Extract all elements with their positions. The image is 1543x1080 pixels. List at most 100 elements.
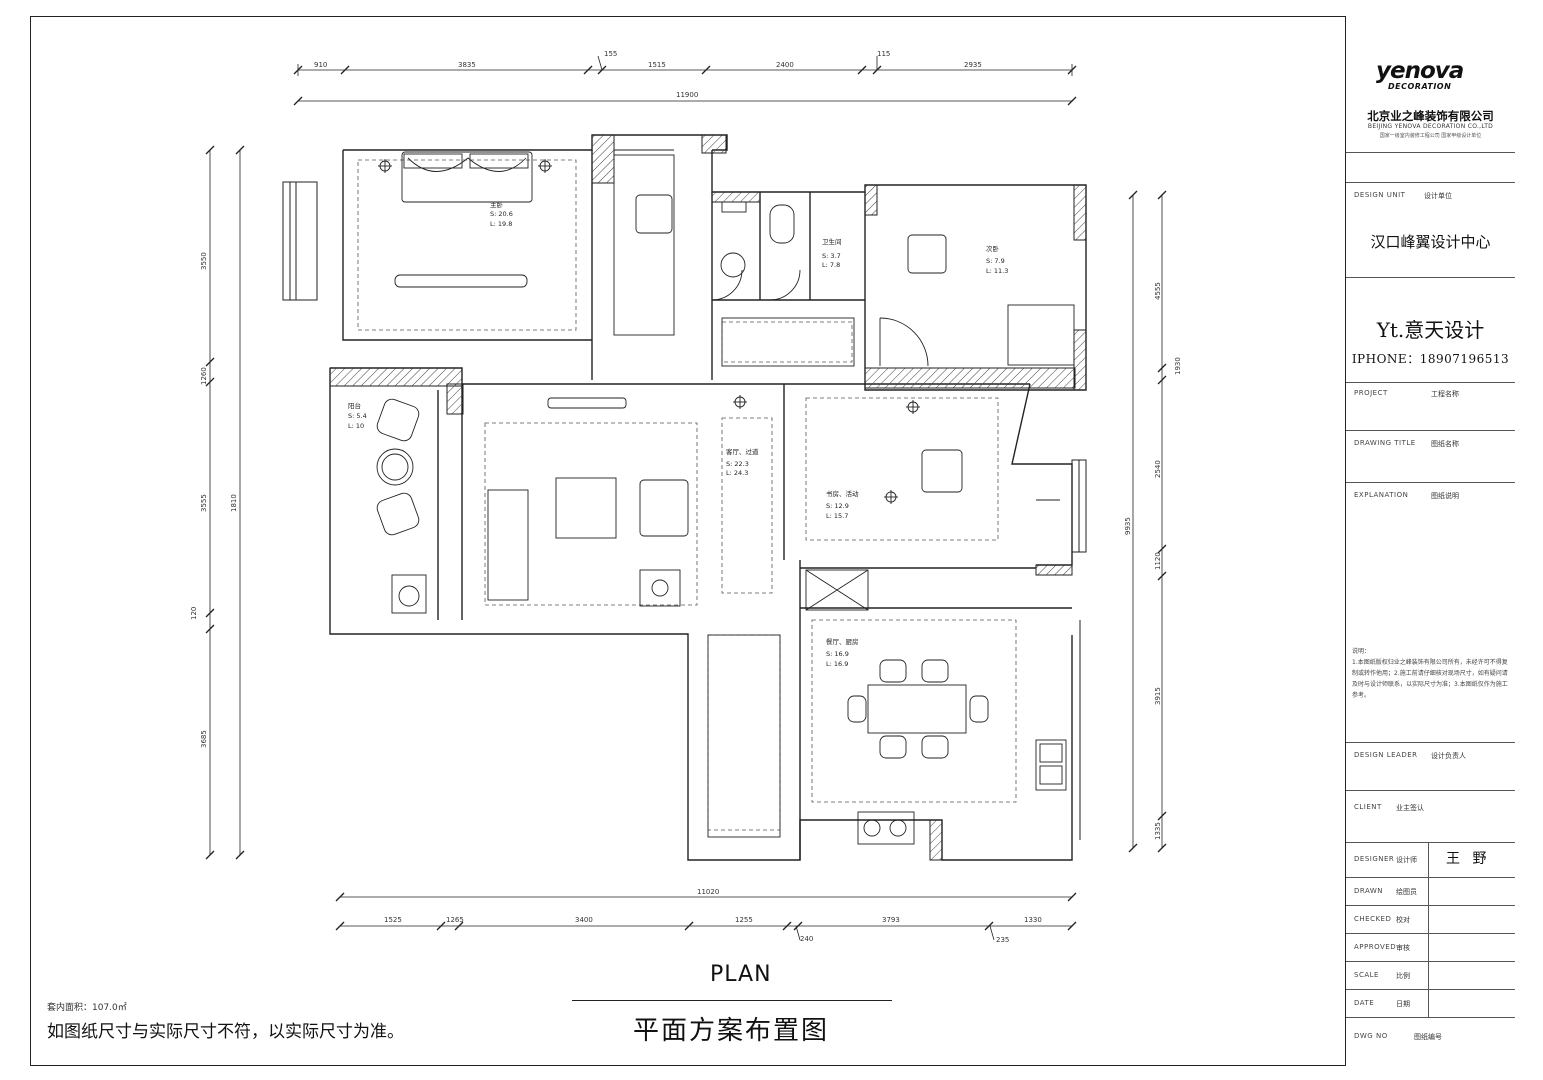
- left-dimensions: [205, 145, 245, 860]
- room-balcony-name: 阳台: [348, 401, 361, 410]
- dim-bottom-0: 1525: [384, 916, 402, 924]
- top-dimension-labels: 910 3835 1515 2400 2935 11900 155 115: [314, 50, 982, 99]
- room-bath-perimeter: L: 7.8: [822, 261, 840, 269]
- tb-row-design-unit: DESIGN UNIT 设计单位: [1346, 183, 1515, 278]
- dim-top-4: 2935: [964, 61, 982, 69]
- tb-row-designer: DESIGNER 设计师: [1346, 843, 1515, 878]
- room-balcony-area: S: 5.4: [348, 412, 367, 420]
- drawn-cn: 绘图员: [1396, 888, 1417, 896]
- lounge-chair-icon-2: [376, 492, 420, 536]
- wall-hatching: [329, 134, 1087, 861]
- scale-label: SCALE: [1354, 971, 1379, 979]
- dim-top-small-0: 155: [604, 50, 617, 58]
- room-living-name: 客厅、过道: [726, 447, 759, 456]
- dim-bottom-2: 3400: [575, 916, 593, 924]
- drawn-label: DRAWN: [1354, 887, 1384, 895]
- tv-icon: [547, 397, 627, 409]
- dim-left-0: 3550: [200, 252, 208, 270]
- right-dimensions: [1128, 190, 1167, 853]
- tb-row-design-leader: DESIGN LEADER 设计负责人: [1346, 743, 1515, 791]
- drawing-title-label-cn: 图纸名称: [1431, 440, 1459, 448]
- tb-row-explanation: EXPLANATION 图纸说明: [1346, 483, 1515, 743]
- design-unit-label: DESIGN UNIT: [1354, 191, 1406, 199]
- room-study-perimeter: L: 15.7: [826, 512, 848, 520]
- dim-bottom-small-1: 235: [996, 936, 1009, 944]
- floor-plan: 910 3835 1515 2400 2935 11900 155 115 35…: [190, 50, 1182, 944]
- title-underline: [572, 1000, 892, 1001]
- dim-bottom-1: 1265: [446, 916, 464, 924]
- dim-bottom-3: 1255: [735, 916, 753, 924]
- checked-cn: 校对: [1396, 916, 1410, 924]
- tb-row-drawn: DRAWN 绘图员: [1346, 878, 1515, 906]
- approved-cn: 审核: [1396, 944, 1410, 952]
- dim-top-total: 11900: [676, 91, 698, 99]
- designer-cn: 设计师: [1396, 856, 1417, 864]
- disclaimer: 如图纸尺寸与实际尺寸不符，以实际尺寸为准。: [47, 1022, 404, 1042]
- tb-row-blank: [1346, 153, 1515, 183]
- dining-table-icon: [867, 684, 967, 734]
- dwg-no-label: DWG NO: [1354, 1032, 1388, 1040]
- design-leader-cn: 设计负责人: [1431, 752, 1466, 760]
- coffee-table-icon: [555, 477, 617, 539]
- room-dining-perimeter: L: 16.9: [826, 660, 848, 668]
- dim-right-2: 2540: [1154, 460, 1162, 478]
- toilet-icon: [769, 204, 795, 244]
- dim-right-0: 4555: [1154, 282, 1162, 300]
- checked-label: CHECKED: [1354, 915, 1392, 923]
- dim-bottom-4: 3793: [882, 916, 900, 924]
- notes-title: 说明：: [1352, 648, 1371, 655]
- scale-cn: 比例: [1396, 972, 1410, 980]
- room-master-area: S: 20.6: [490, 210, 513, 218]
- approved-label: APPROVED: [1354, 943, 1397, 951]
- client-label: CLIENT: [1354, 803, 1382, 811]
- room-second-name: 次卧: [986, 244, 1000, 253]
- date-cn: 日期: [1396, 1000, 1410, 1008]
- stove-icon: [857, 811, 915, 845]
- dim-bottom-total: 11020: [697, 888, 719, 896]
- designer-name: 王 野: [1446, 851, 1491, 867]
- room-study-area: S: 12.9: [826, 502, 849, 510]
- plan-title: PLAN: [710, 962, 772, 987]
- room-master-perimeter: L: 19.8: [490, 220, 512, 228]
- washer-icon: [391, 574, 427, 614]
- room-living-area: S: 22.3: [726, 460, 749, 468]
- room-living-perimeter: L: 24.3: [726, 469, 748, 477]
- room-master-name: 主卧: [490, 200, 504, 209]
- dim-left-4: 1810: [230, 494, 238, 512]
- windows: [282, 181, 1087, 840]
- room-balcony-perimeter: L: 10: [348, 422, 364, 430]
- brand-logo: yenova: [1376, 58, 1464, 84]
- room-study-name: 书房、活动: [826, 489, 859, 498]
- tb-row-checked: CHECKED 校对: [1346, 906, 1515, 934]
- explanation-label: EXPLANATION: [1354, 491, 1409, 499]
- company-name-en: BEIJING YENOVA DECORATION CO.,LTD: [1367, 123, 1494, 130]
- project-label: PROJECT: [1354, 389, 1388, 397]
- basin-icon: [720, 252, 746, 278]
- dwg-no-cn: 图纸编号: [1414, 1033, 1442, 1041]
- dim-left-5: 120: [190, 607, 198, 620]
- study-chair-icon: [921, 449, 963, 493]
- dim-left-2: 3555: [200, 494, 208, 512]
- tb-row-date: DATE 日期: [1346, 990, 1515, 1018]
- notes-text: 1.本图纸版权归业之峰装饰有限公司所有，未经许可不得复制或转作他用；2.施工前请…: [1352, 659, 1508, 699]
- ceiling-outlines: [357, 159, 1017, 831]
- drawing-title-label: DRAWING TITLE: [1354, 439, 1416, 447]
- top-dimensions: [293, 55, 1077, 106]
- tb-row-drawing-title: DRAWING TITLE 图纸名称: [1346, 431, 1515, 483]
- room-labels: 主卧 S: 20.6 L: 19.8 卫生间 S: 3.7 L: 7.8 次卧 …: [348, 200, 1008, 668]
- room-second-area: S: 7.9: [986, 257, 1005, 265]
- explanation-label-cn: 图纸说明: [1431, 492, 1459, 500]
- studio-phone: IPHONE：18907196513: [1351, 352, 1510, 366]
- furniture: [376, 149, 1075, 845]
- lounge-armchair-icon: [639, 479, 689, 537]
- dim-left-1: 1260: [200, 367, 208, 385]
- bed-icon: [401, 151, 533, 203]
- bottom-dimensions: [335, 892, 1077, 941]
- right-dimension-labels: 4555 1930 2540 1120 3915 1335 9935: [1124, 282, 1182, 840]
- studio-name: Yt.意天设计: [1376, 318, 1485, 342]
- dim-right-4: 3915: [1154, 687, 1162, 705]
- dim-right-6: 9935: [1124, 517, 1132, 535]
- designer-label: DESIGNER: [1354, 855, 1395, 863]
- armchair-icon: [635, 194, 673, 234]
- tb-row-client: CLIENT 业主签认: [1346, 791, 1515, 843]
